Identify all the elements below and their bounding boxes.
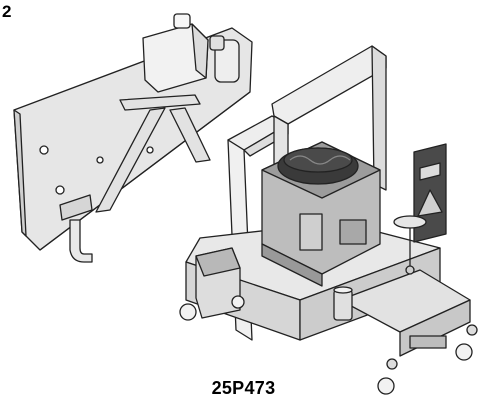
handwheel <box>393 215 427 275</box>
engine <box>261 141 381 287</box>
figure-number: 2 <box>2 2 12 21</box>
mast-struts <box>59 94 211 263</box>
battery <box>195 247 241 319</box>
fuel-tank <box>142 13 240 93</box>
part-number-caption: 25P473 <box>211 378 276 398</box>
casters <box>179 295 478 395</box>
filter-canister <box>333 286 353 321</box>
